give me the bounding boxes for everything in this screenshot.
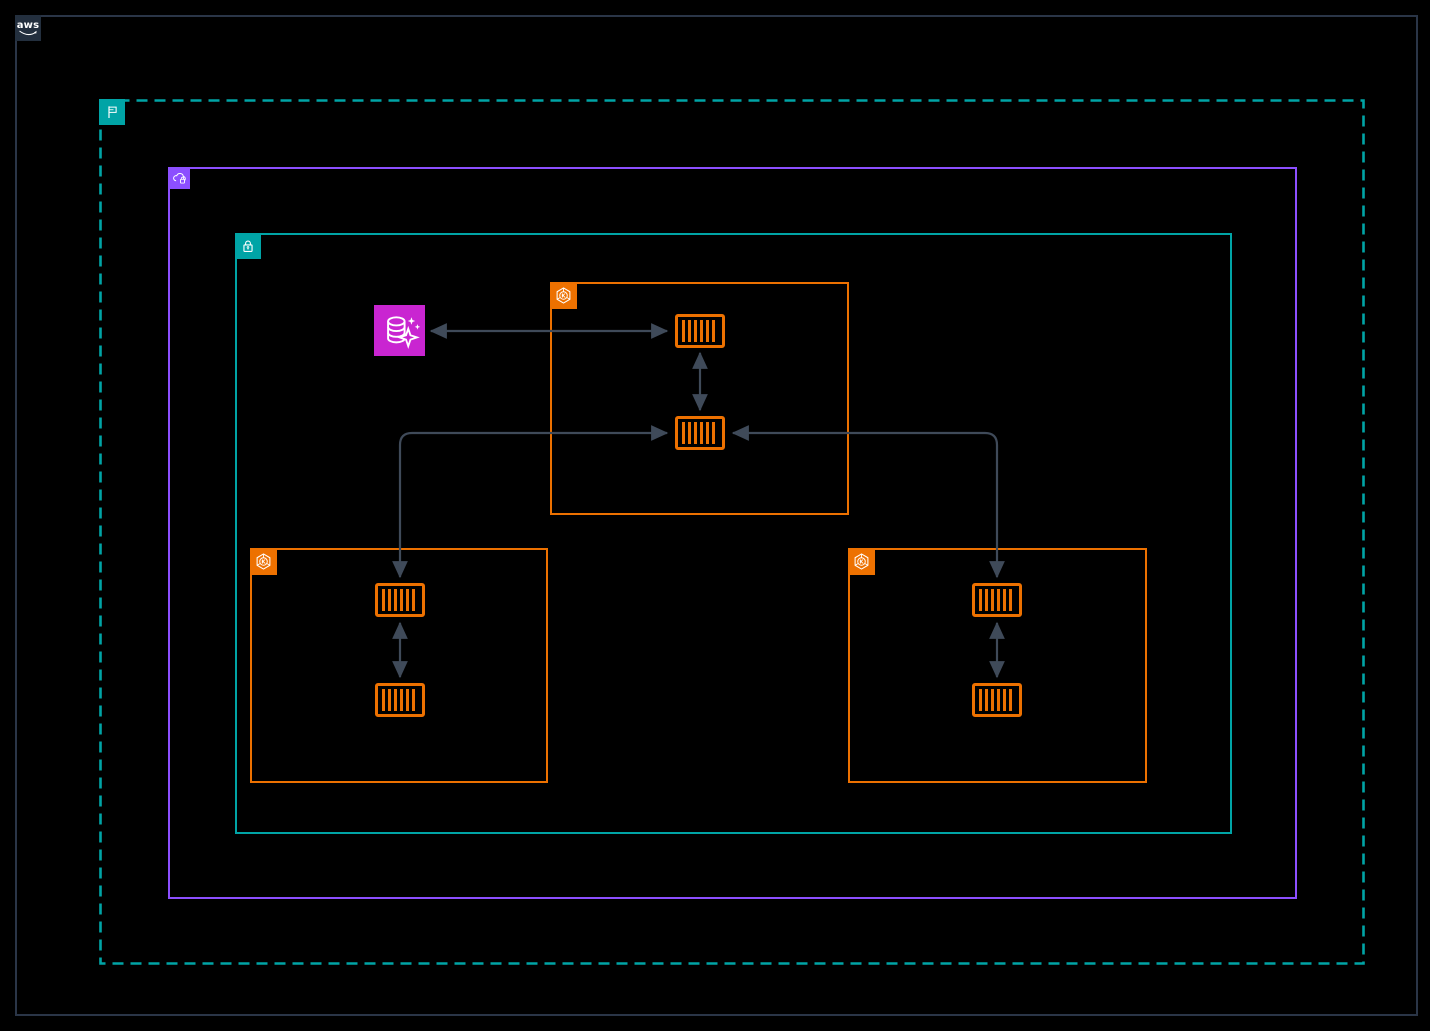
container-icon — [675, 416, 725, 450]
flag-icon — [99, 99, 125, 125]
container-icon — [675, 314, 725, 348]
eks-letter: K — [261, 559, 266, 565]
aws-cloud-group: aws — [15, 15, 1418, 1016]
aws-smile-icon — [19, 30, 37, 36]
eks-icon: K — [250, 548, 277, 575]
lock-icon — [235, 233, 261, 259]
container-icon — [375, 683, 425, 717]
eks-icon: K — [848, 548, 875, 575]
cloud-lock-icon — [168, 167, 190, 189]
eks-cluster-top-group: K — [550, 282, 849, 515]
eks-letter: K — [561, 293, 566, 299]
container-stripes — [979, 689, 1015, 711]
region-group — [99, 99, 1365, 965]
private-subnet-group — [235, 233, 1232, 834]
container-stripes — [979, 589, 1015, 611]
container-stripes — [382, 689, 418, 711]
container-icon — [972, 583, 1022, 617]
eks-icon: K — [550, 282, 577, 309]
container-stripes — [682, 422, 718, 444]
aws-logo-icon: aws — [15, 15, 41, 41]
container-icon — [375, 583, 425, 617]
vpc-group — [168, 167, 1297, 899]
aws-logo-text: aws — [16, 20, 40, 31]
region-border — [99, 99, 1365, 965]
container-stripes — [382, 589, 418, 611]
database-sparkles-icon — [374, 305, 425, 356]
container-stripes — [682, 320, 718, 342]
container-icon — [972, 683, 1022, 717]
